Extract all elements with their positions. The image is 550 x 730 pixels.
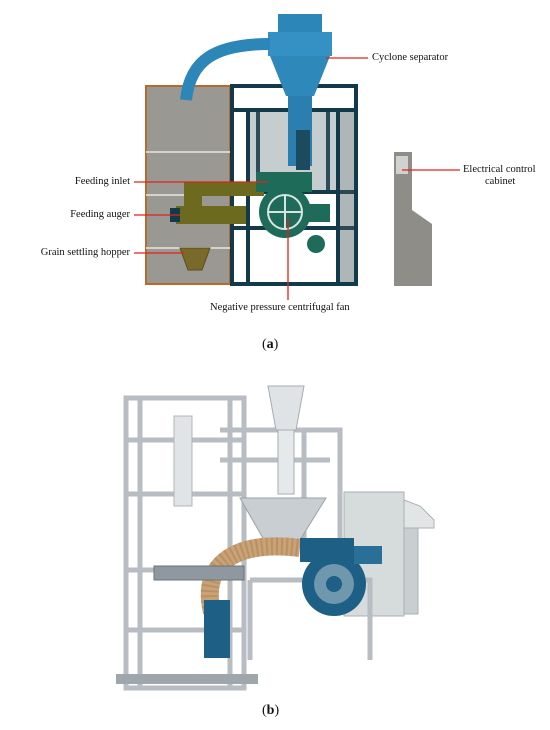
photo-centrifugal-fan xyxy=(204,538,382,658)
panel-a-label: (a) xyxy=(262,337,279,352)
grain-settling-hopper xyxy=(179,247,211,271)
label-feeding-auger: Feeding auger xyxy=(70,209,130,220)
label-electrical-control-cabinet: Electrical control cabinet xyxy=(463,164,536,188)
callout-lines xyxy=(134,57,460,300)
label-negative-pressure-centrifugal-fan: Negative pressure centrifugal fan xyxy=(210,302,350,313)
label-electrical-control-line1: Electrical control xyxy=(463,164,536,175)
photo-cyclone xyxy=(173,385,327,541)
photo-aluminum-frame xyxy=(123,395,373,691)
label-cyclone-separator: Cyclone separator xyxy=(372,52,449,63)
connecting-pipe xyxy=(180,38,271,101)
label-feeding-inlet: Feeding inlet xyxy=(74,176,130,187)
label-electrical-control-line2: cabinet xyxy=(485,176,516,187)
cyclone-separator xyxy=(268,14,332,170)
photo-feeding-auger xyxy=(153,565,245,581)
label-grain-settling-hopper: Grain settling hopper xyxy=(40,247,130,258)
panel-b-label: (b) xyxy=(262,703,280,718)
centrifugal-fan xyxy=(256,172,330,253)
